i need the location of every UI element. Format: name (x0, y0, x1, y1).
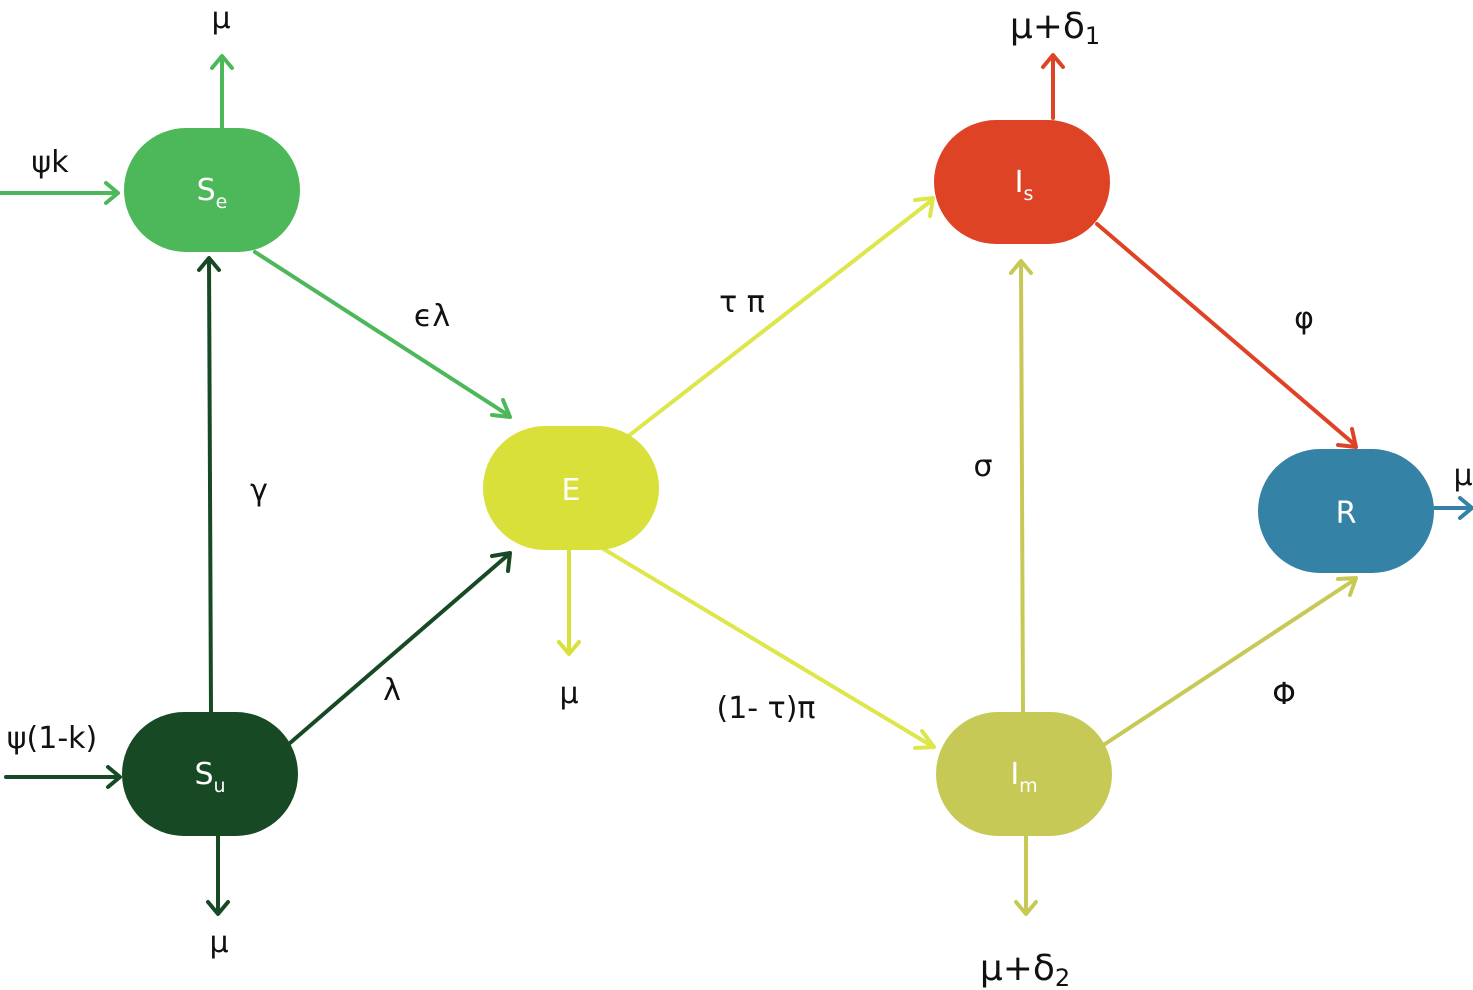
node-e: E (483, 426, 659, 550)
arrow-im-to-is (1009, 259, 1033, 714)
svg-text:Se: Se (197, 173, 228, 213)
arrow-se-to-e (253, 250, 512, 419)
label-phi-upper: Φ (1272, 677, 1296, 712)
node-im: Im (936, 712, 1112, 836)
label-r-death: μ (1453, 458, 1472, 493)
arrow-is-death (1041, 53, 1065, 120)
arrow-e-to-is (602, 196, 935, 457)
node-is: Is (934, 120, 1110, 244)
arrow-se-inflow (0, 181, 120, 205)
arrow-im-to-r (1103, 576, 1358, 746)
arrow-su-inflow (4, 765, 122, 789)
arrow-e-to-im (570, 528, 936, 750)
arrow-im-death (1014, 834, 1038, 916)
label-one-minus-tau-pi: (1- τ)π (717, 691, 816, 726)
node-se: Se (124, 128, 300, 252)
label-phi-lower: φ (1294, 301, 1314, 336)
label-su-death: μ (209, 925, 228, 960)
node-r: R (1258, 449, 1434, 573)
arrow-r-death (1430, 496, 1473, 520)
arrow-su-death (206, 834, 230, 916)
label-su-inflow: ψ(1-k) (7, 721, 97, 756)
label-sigma: σ (973, 449, 992, 484)
label-tau-pi: τ π (719, 285, 765, 320)
svg-text:Is: Is (1015, 165, 1034, 205)
arrow-su-to-e (288, 551, 512, 745)
label-e-death: μ (559, 676, 578, 711)
arrow-se-death (210, 54, 234, 130)
label-lambda: λ (383, 673, 401, 708)
label-se-inflow: ψk (31, 145, 69, 180)
svg-text:Im: Im (1010, 757, 1037, 797)
node-su: Su (122, 712, 298, 836)
label-is-death: μ+δ1 (1010, 6, 1100, 50)
label-gamma: γ (250, 473, 268, 508)
label-im-death: μ+δ2 (980, 948, 1070, 990)
svg-text:E: E (562, 473, 581, 508)
svg-text:R: R (1336, 496, 1357, 531)
arrow-is-to-r (1095, 222, 1358, 449)
arrow-su-to-se (197, 256, 221, 714)
label-se-death: μ (211, 1, 230, 36)
svg-text:Su: Su (194, 757, 225, 797)
arrow-e-death (557, 546, 581, 656)
label-epsilon-lambda: ϵλ (414, 299, 450, 334)
